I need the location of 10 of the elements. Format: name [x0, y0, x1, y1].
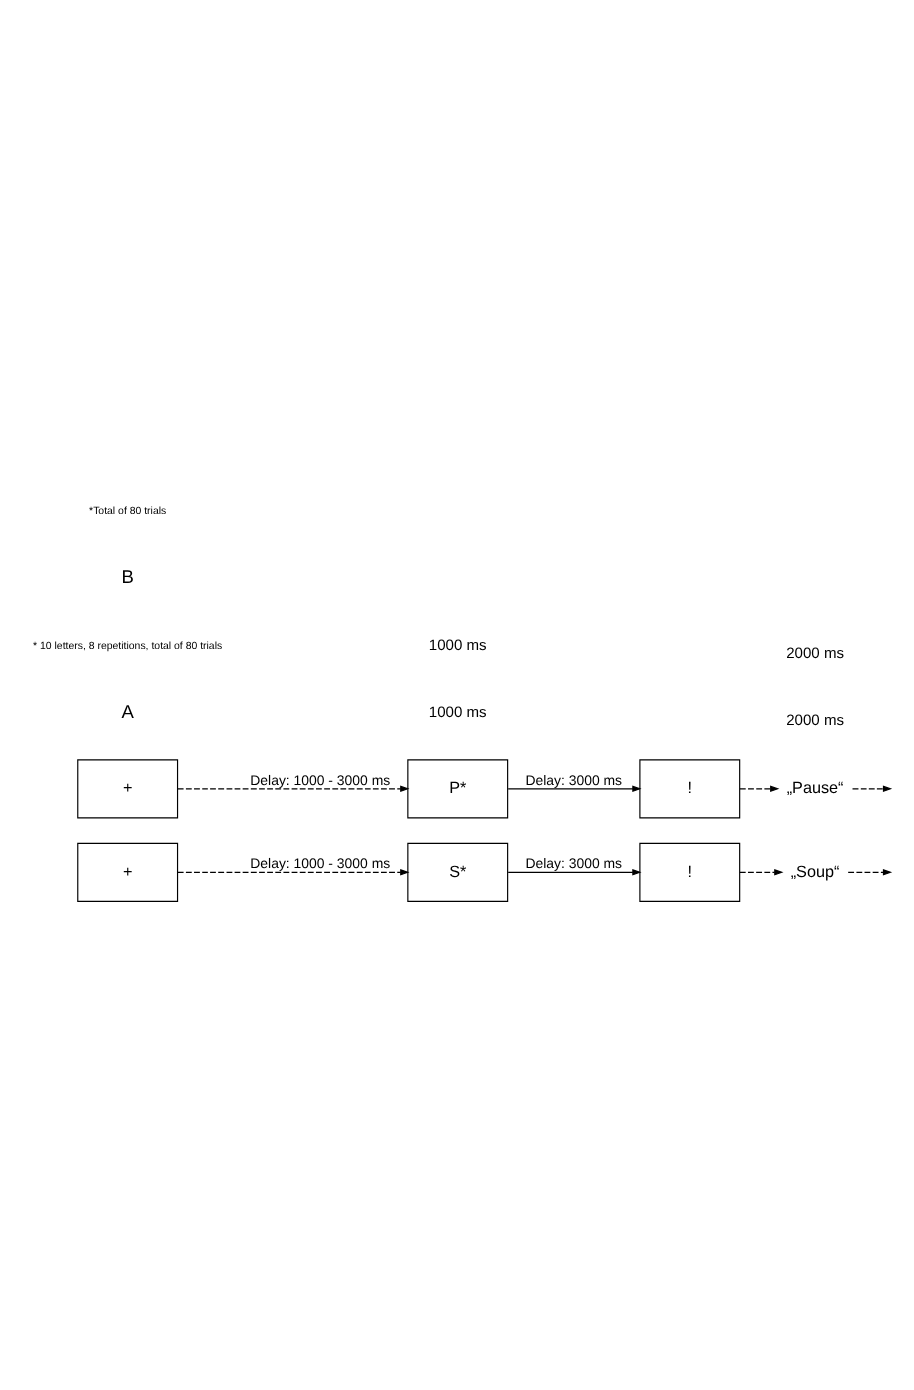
- arrow: [739, 784, 780, 792]
- label: A: [121, 700, 134, 721]
- arrow: [847, 868, 893, 875]
- label: B: [121, 566, 134, 587]
- arrow: [177, 868, 410, 875]
- arrow: [739, 868, 784, 875]
- arrow: [507, 784, 642, 792]
- arrow: [851, 784, 893, 792]
- arrow: [507, 868, 642, 875]
- arrow: [177, 784, 410, 792]
